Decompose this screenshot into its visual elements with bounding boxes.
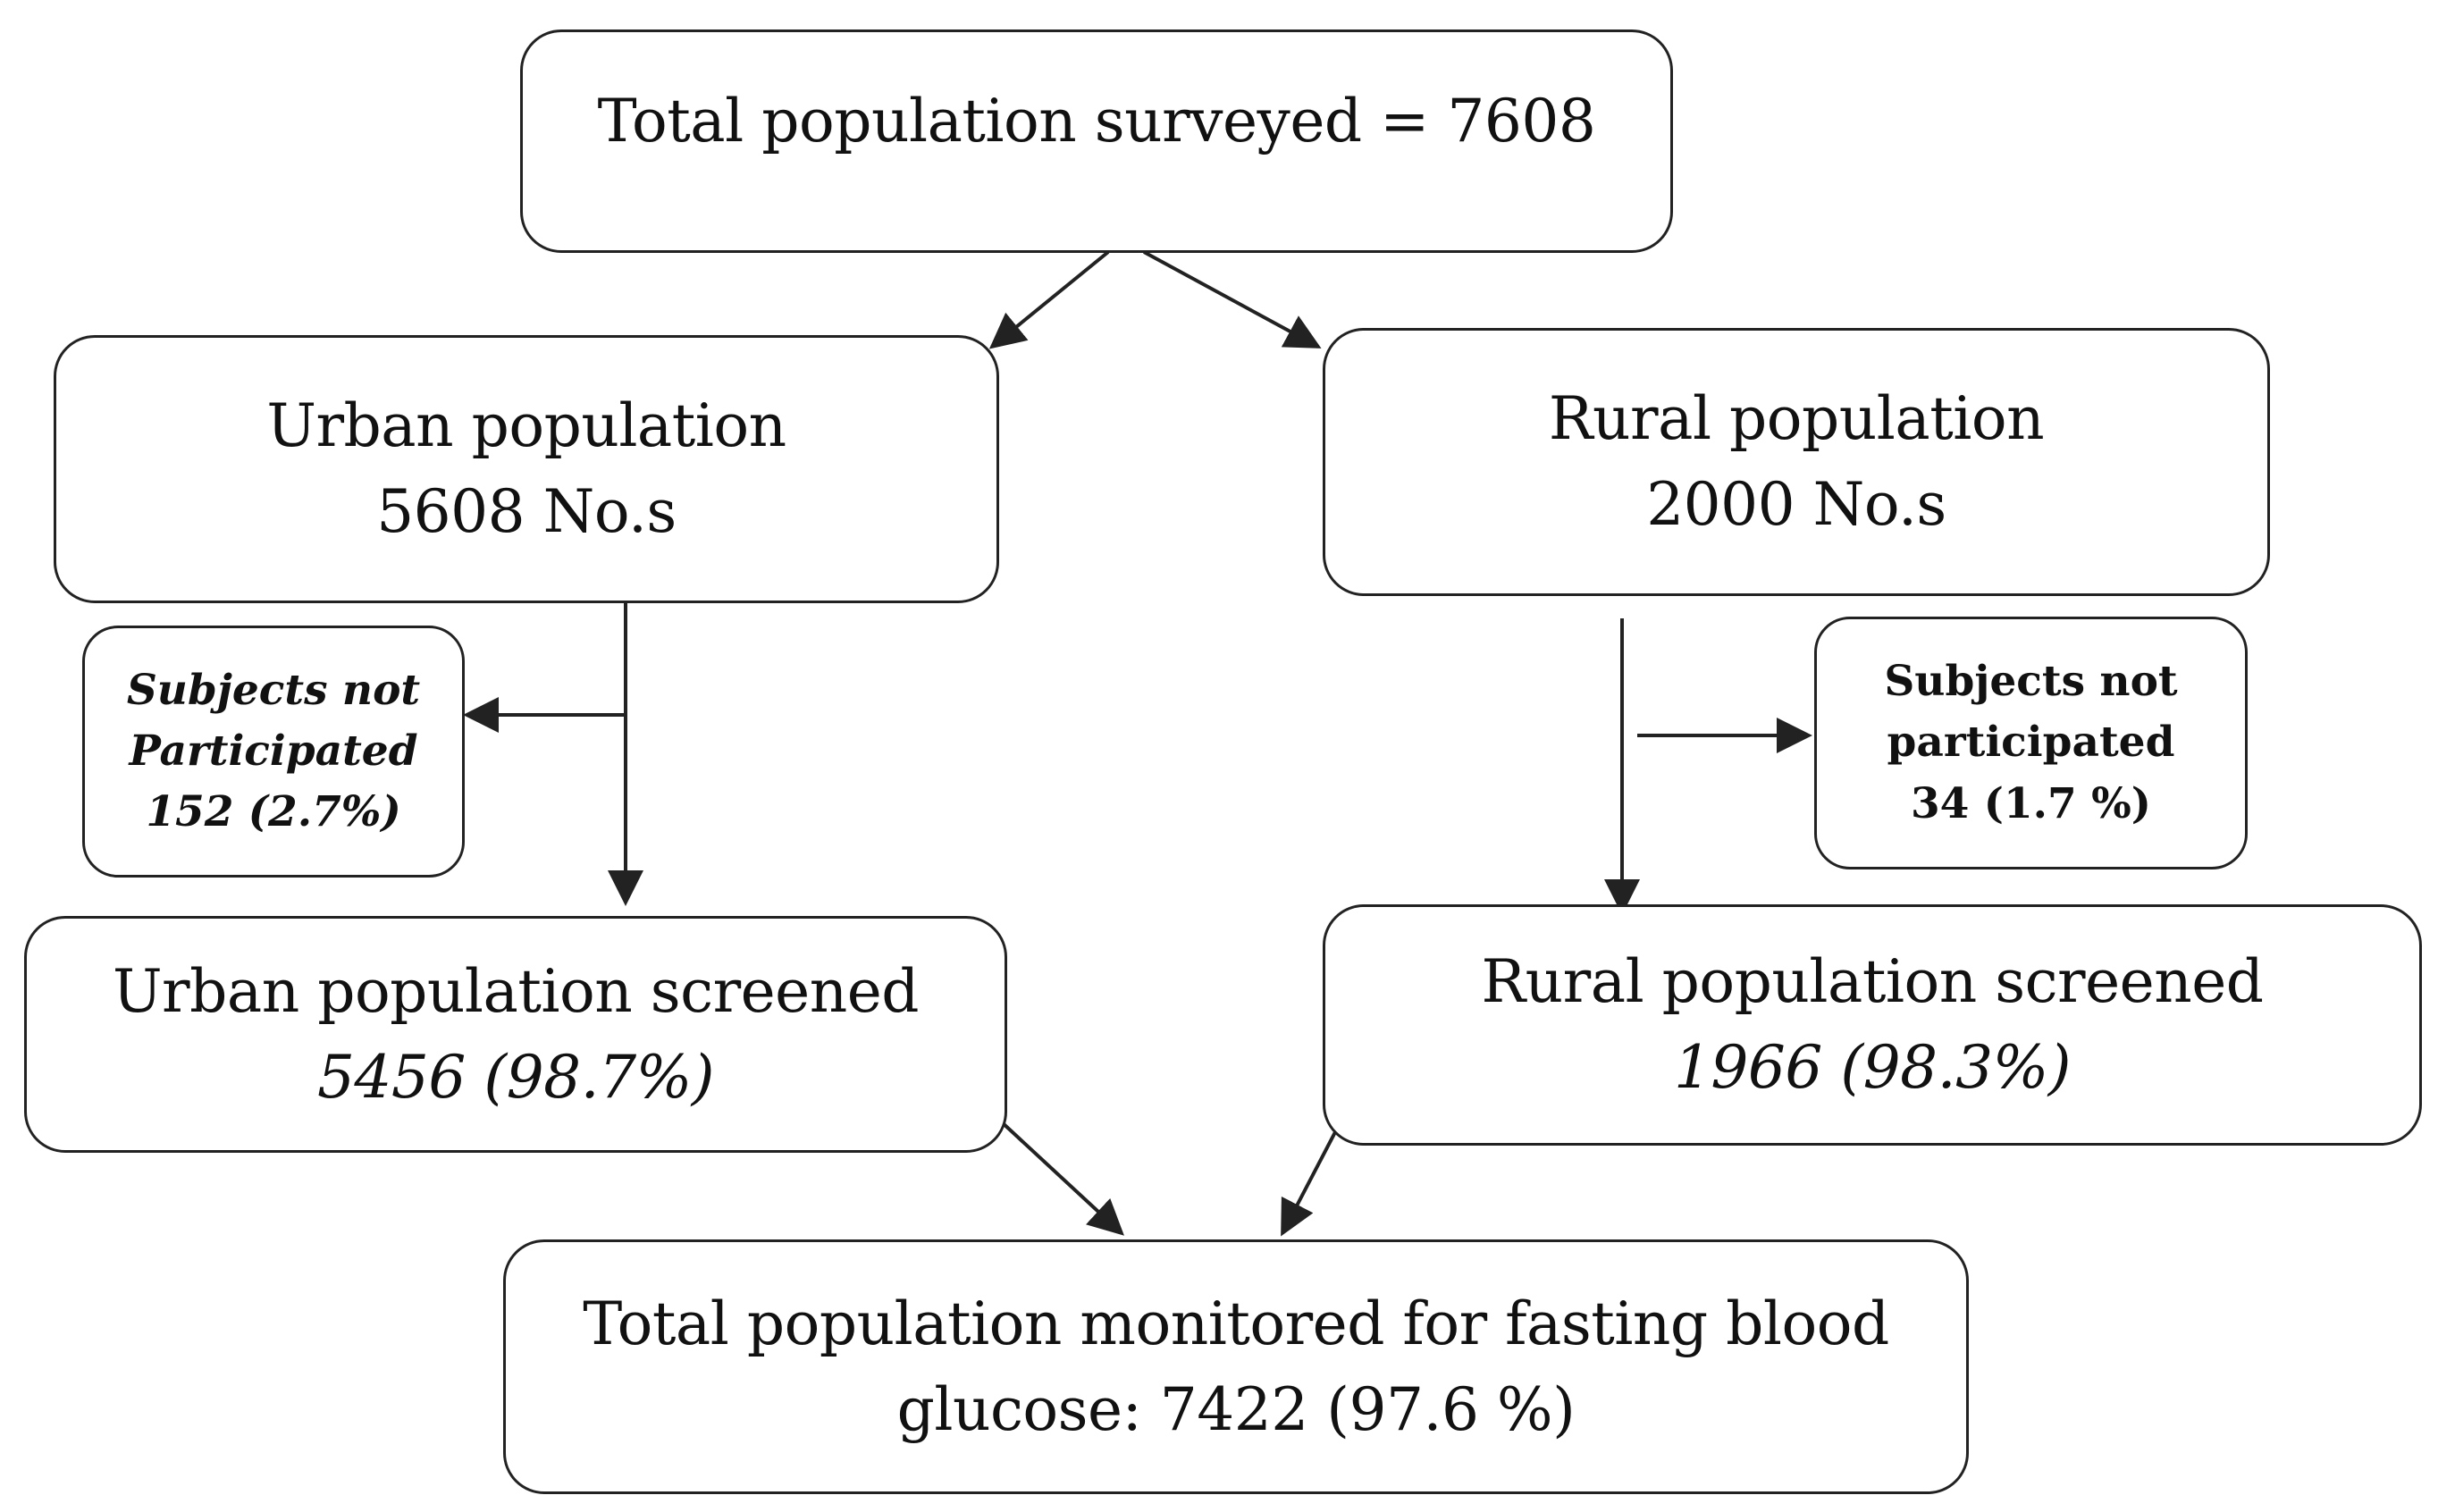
urban-not-participated-label-2: Participated: [129, 726, 418, 776]
urban-not-participated-box: Subjects not Participated 152 (2.7%): [82, 626, 465, 878]
urban-population-box: Urban population 5608 No.s: [54, 335, 999, 603]
total-surveyed-box: Total population surveyed = 7608: [520, 29, 1673, 253]
urban-screened-count: 5456 (98.7%): [316, 1042, 715, 1112]
urban-population-count: 5608 No.s: [376, 477, 677, 546]
rural-population-label: Rural population: [1548, 384, 2045, 454]
rural-not-participated-label-1: Subjects not: [1884, 657, 2178, 707]
rural-population-box: Rural population 2000 No.s: [1323, 328, 2270, 596]
rural-screened-box: Rural population screened 1966 (98.3%): [1323, 904, 2422, 1146]
arrow-urban-screened-to-monitored: [999, 1120, 1124, 1236]
rural-not-participated-box: Subjects not participated 34 (1.7 %): [1814, 617, 2248, 869]
total-monitored-box: Total population monitored for fasting b…: [503, 1239, 1969, 1494]
arrow-rural-screened-to-monitored: [1281, 1130, 1338, 1237]
arrow-total-to-urban: [988, 250, 1110, 349]
total-monitored-label-1: Total population monitored for fasting b…: [583, 1289, 1889, 1358]
rural-not-participated-label-2: participated: [1887, 718, 2175, 768]
rural-population-count: 2000 No.s: [1646, 470, 1946, 539]
urban-population-label: Urban population: [266, 391, 786, 461]
rural-screened-count: 1966 (98.3%): [1673, 1033, 2072, 1102]
urban-not-participated-label-1: Subjects not: [126, 665, 421, 715]
arrow-total-to-rural: [1143, 250, 1322, 349]
total-monitored-label-2: glucose: 7422 (97.6 %): [896, 1374, 1576, 1444]
rural-screened-label: Rural population screened: [1481, 947, 2264, 1017]
urban-screened-box: Urban population screened 5456 (98.7%): [24, 916, 1007, 1153]
rural-not-participated-count: 34 (1.7 %): [1910, 778, 2152, 828]
total-surveyed-label: Total population surveyed = 7608: [597, 87, 1596, 155]
urban-not-participated-count: 152 (2.7%): [146, 787, 401, 837]
urban-screened-label: Urban population screened: [112, 956, 920, 1026]
